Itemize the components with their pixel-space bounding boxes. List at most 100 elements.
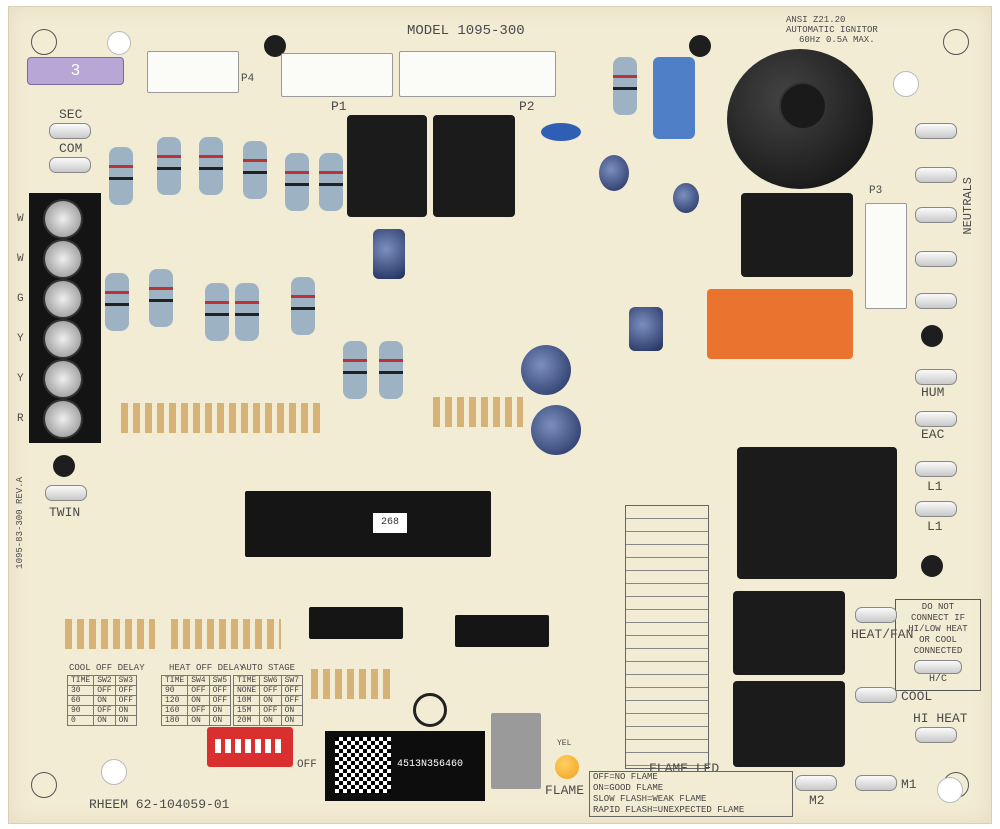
serial-barcode-label: 4513N356460	[325, 731, 485, 801]
resistor-row-1	[121, 403, 321, 433]
terminal-screw-r[interactable]	[43, 399, 83, 439]
label-l1-2: L1	[927, 519, 943, 534]
terminal-screw-g[interactable]	[43, 279, 83, 319]
terminal-label-w2: W	[17, 253, 24, 265]
label-p1: P1	[331, 99, 347, 114]
power-resistor	[291, 277, 315, 335]
serial-number: 4513N356460	[397, 759, 464, 770]
neutral-terminal-5[interactable]	[915, 293, 957, 309]
heat-delay-cell: ON	[208, 715, 232, 726]
m2-terminal[interactable]	[795, 775, 837, 791]
cool-delay-cell: 60	[66, 695, 95, 706]
control-board: 3 P4 P1 P2 MODEL 1095-300 ANSI Z21.20 AU…	[8, 6, 992, 824]
heat-delay-cell: TIME	[160, 675, 189, 686]
com-terminal[interactable]	[49, 157, 91, 173]
l1-terminal-1[interactable]	[915, 461, 957, 477]
mounting-hole	[921, 555, 943, 577]
ignitor-transformer-core	[779, 82, 827, 130]
terminal-label-g: G	[17, 293, 24, 305]
cool-delay-cell: 90	[66, 705, 95, 716]
l1-terminal-2[interactable]	[915, 501, 957, 517]
cool-delay-cell: OFF	[114, 695, 138, 706]
power-resistor	[285, 153, 309, 211]
fuse[interactable]: 3	[27, 57, 124, 85]
flame-legend-on: ON=GOOD FLAME	[593, 783, 664, 793]
twin-terminal[interactable]	[45, 485, 87, 501]
flame-led-legend: OFF=NO FLAME ON=GOOD FLAME SLOW FLASH=WE…	[589, 771, 793, 817]
part-number: RHEEM 62-104059-01	[89, 797, 230, 812]
heat-fan-terminal[interactable]	[855, 607, 897, 623]
heat-delay-cell: 180	[160, 715, 189, 726]
electrolytic-capacitor	[629, 307, 663, 351]
cool-delay-cell: OFF	[93, 685, 116, 696]
cool-delay-cell: ON	[114, 715, 138, 726]
power-resistor	[109, 147, 133, 205]
ansi-label: ANSI Z21.20	[786, 15, 846, 25]
cool-delay-cell: SW3	[114, 675, 138, 686]
power-resistor	[157, 137, 181, 195]
standoff	[101, 759, 127, 785]
terminal-screw-w2[interactable]	[43, 239, 83, 279]
flame-legend-off: OFF=NO FLAME	[593, 772, 658, 782]
heat-off-delay-title: HEAT OFF DELAY	[169, 663, 245, 673]
auto-stage-cell: 15M	[232, 705, 261, 716]
label-hi-heat: HI HEAT	[913, 711, 968, 726]
power-resistor	[613, 57, 637, 115]
label-hum: HUM	[921, 385, 945, 400]
connector-p3[interactable]	[865, 203, 907, 309]
terminal-screw-y1[interactable]	[43, 319, 83, 359]
board-rev-label: 1095-83-300 REV.A	[15, 477, 25, 569]
electrolytic-capacitor	[673, 183, 699, 213]
warning-line-4: OR COOL	[919, 635, 957, 645]
eac-terminal[interactable]	[915, 411, 957, 427]
neutral-terminal-1[interactable]	[915, 123, 957, 139]
hc-terminal[interactable]	[914, 660, 962, 674]
cool-delay-cell: TIME	[66, 675, 95, 686]
auto-stage-cell: ON	[259, 695, 282, 706]
heat-delay-cell: 120	[160, 695, 189, 706]
heat-delay-cell: OFF	[187, 705, 210, 716]
hum-terminal[interactable]	[915, 369, 957, 385]
label-off: OFF	[297, 759, 317, 771]
heat-delay-cell: SW4	[187, 675, 210, 686]
label-heat-fan: HEAT/FAN	[851, 627, 914, 642]
neutral-terminal-4[interactable]	[915, 251, 957, 267]
power-resistor	[243, 141, 267, 199]
dip-switch-bank[interactable]	[207, 727, 293, 767]
terminal-screw-y2[interactable]	[43, 359, 83, 399]
warning-box: DO NOT CONNECT IF HI/LOW HEAT OR COOL CO…	[895, 599, 981, 691]
cool-delay-cell: ON	[93, 695, 116, 706]
label-eac: EAC	[921, 427, 945, 442]
connector-p2[interactable]	[399, 51, 556, 97]
connector-p4[interactable]	[147, 51, 239, 93]
neutral-terminal-3[interactable]	[915, 207, 957, 223]
sec-terminal[interactable]	[49, 123, 91, 139]
terminal-screw-w1[interactable]	[43, 199, 83, 239]
fuse-rating: 3	[71, 62, 80, 79]
neutral-terminal-2[interactable]	[915, 167, 957, 183]
label-yel: YEL	[557, 739, 572, 748]
cool-terminal[interactable]	[855, 687, 897, 703]
auto-stage-cell: ON	[259, 715, 282, 726]
ignitor-label-2: 60Hz 0.5A MAX.	[799, 35, 875, 45]
auto-stage-cell: SW6	[259, 675, 282, 686]
auto-stage-cell: 10M	[232, 695, 261, 706]
hi-heat-terminal[interactable]	[915, 727, 957, 743]
auto-stage-cell: OFF	[280, 695, 304, 706]
connector-p1[interactable]	[281, 53, 393, 97]
standoff	[893, 71, 919, 97]
cool-off-delay-title: COOL OFF DELAY	[69, 663, 145, 673]
power-resistor	[149, 269, 173, 327]
heat-delay-cell: SW5	[208, 675, 232, 686]
warning-line-1: DO NOT	[921, 602, 955, 612]
heat-delay-cell: OFF	[208, 695, 232, 706]
m1-terminal[interactable]	[855, 775, 897, 791]
cool-delay-cell: OFF	[114, 685, 138, 696]
auto-stage-cell: NONE	[232, 685, 261, 696]
seven-segment-display	[491, 713, 541, 789]
auto-stage-cell: 20M	[232, 715, 261, 726]
